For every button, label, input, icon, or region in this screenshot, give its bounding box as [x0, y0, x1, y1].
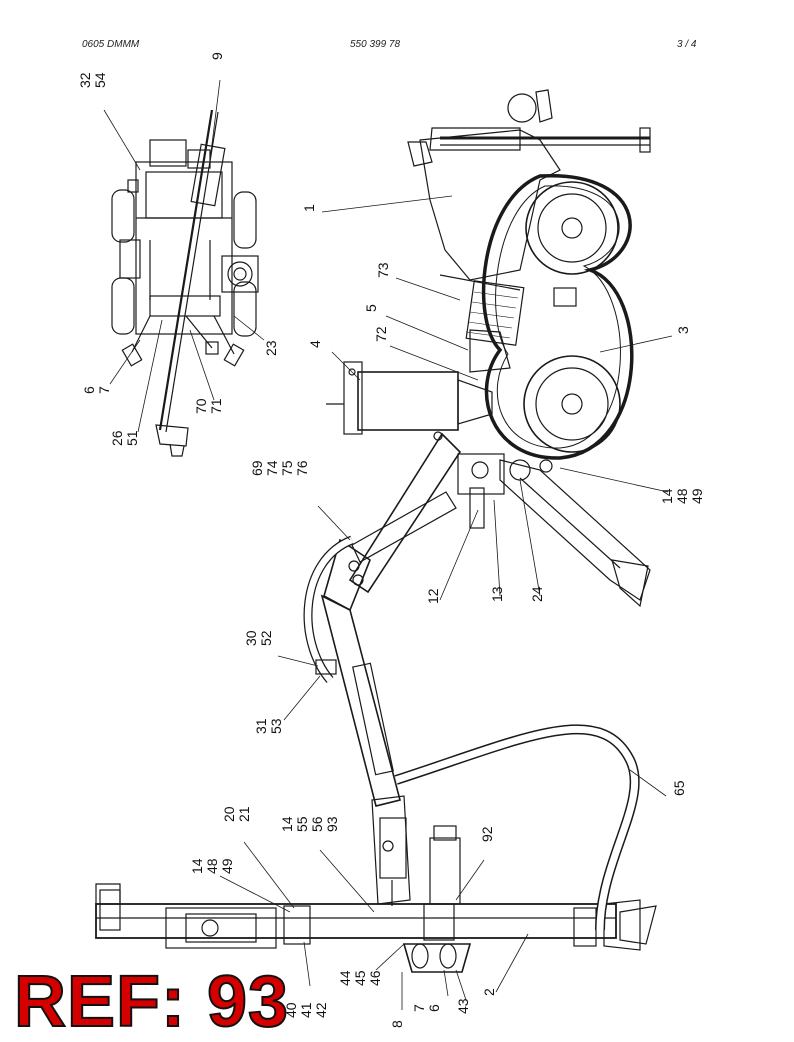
- callout-number: 49: [219, 858, 235, 874]
- callout-number: 41: [298, 1002, 314, 1018]
- callout-number: 43: [455, 998, 471, 1014]
- callout-number: 26: [109, 430, 125, 446]
- callout-number: 92: [479, 826, 495, 842]
- callout-number: 14: [659, 488, 675, 504]
- callout-number: 46: [367, 970, 383, 986]
- callout-number: 51: [124, 430, 140, 446]
- callout-number: 48: [674, 488, 690, 504]
- top-view-machine: [111, 109, 259, 457]
- header-doc-code: 0605 DMMM: [82, 39, 140, 50]
- header-part-number: 550 399 78: [350, 39, 401, 50]
- callout-number: 14: [189, 858, 205, 874]
- callout-number: 56: [309, 816, 325, 832]
- callout-number: 55: [294, 816, 310, 832]
- callout-number: 2: [481, 988, 497, 996]
- callout-number: 23: [263, 340, 279, 356]
- callout-c-72: 72: [373, 326, 389, 342]
- callout-number: 76: [294, 460, 310, 476]
- callout-number: 72: [373, 326, 389, 342]
- reference-label: REF: 93: [13, 962, 290, 1042]
- callout-number: 8: [389, 1020, 405, 1028]
- callout-number: 32: [77, 72, 93, 88]
- callout-number: 9: [209, 52, 225, 60]
- callout-c-3: 3: [675, 326, 691, 334]
- callout-c-24: 24: [529, 586, 545, 602]
- callout-number: 20: [221, 806, 237, 822]
- callout-number: 53: [268, 718, 284, 734]
- callout-number: 6: [81, 386, 97, 394]
- callout-number: 6: [426, 1004, 442, 1012]
- callout-number: 5: [363, 304, 379, 312]
- callout-c-43: 43: [455, 998, 471, 1014]
- callout-c-1: 1: [301, 204, 317, 212]
- callout-number: 7: [411, 1004, 427, 1012]
- callout-c-5: 5: [363, 304, 379, 312]
- callout-number: 14: [279, 816, 295, 832]
- callout-number: 44: [337, 970, 353, 986]
- callout-c-13: 13: [489, 586, 505, 602]
- callout-c-73: 73: [375, 262, 391, 278]
- callout-c-65: 65: [671, 780, 687, 796]
- callout-number: 1: [301, 204, 317, 212]
- callout-number: 7: [96, 386, 112, 394]
- callout-c-23: 23: [263, 340, 279, 356]
- callout-number: 74: [264, 460, 280, 476]
- callout-c-92: 92: [479, 826, 495, 842]
- callout-number: 30: [243, 630, 259, 646]
- callout-c-8: 8: [389, 1020, 405, 1028]
- callout-number: 70: [193, 398, 209, 414]
- callout-number: 13: [489, 586, 505, 602]
- callout-number: 93: [324, 816, 340, 832]
- callout-number: 54: [92, 72, 108, 88]
- callout-number: 69: [249, 460, 265, 476]
- side-view-carrier: [326, 89, 651, 608]
- callout-leaders: [103, 79, 673, 1010]
- callout-number: 3: [675, 326, 691, 334]
- callout-number: 12: [425, 588, 441, 604]
- callout-number: 73: [375, 262, 391, 278]
- callout-number: 24: [529, 586, 545, 602]
- callout-number: 71: [208, 398, 224, 414]
- callout-number: 45: [352, 970, 368, 986]
- callout-c-4: 4: [307, 340, 323, 348]
- callout-number: 65: [671, 780, 687, 796]
- callout-number: 4: [307, 340, 323, 348]
- callout-number: 40: [283, 1002, 299, 1018]
- drill-mast: [95, 724, 657, 973]
- callout-number: 49: [689, 488, 705, 504]
- callout-c-2: 2: [481, 988, 497, 996]
- callout-number: 75: [279, 460, 295, 476]
- callout-c-12: 12: [425, 588, 441, 604]
- callout-number: 52: [258, 630, 274, 646]
- side-view-boom: [303, 432, 462, 906]
- callout-number: 31: [253, 718, 269, 734]
- callout-c-9: 9: [209, 52, 225, 60]
- callout-number: 21: [236, 806, 252, 822]
- header-page-number: 3 / 4: [677, 39, 697, 50]
- callout-number: 42: [313, 1002, 329, 1018]
- callout-number: 48: [204, 858, 220, 874]
